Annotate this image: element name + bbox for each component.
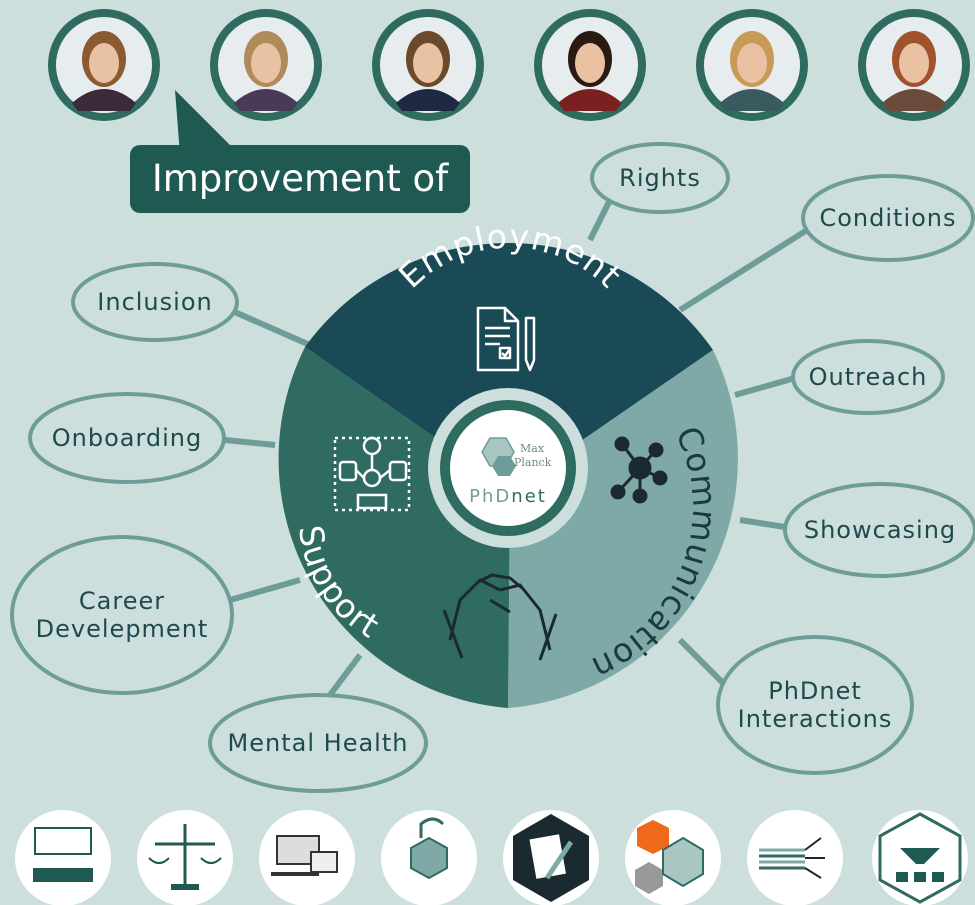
topic-label: Inclusion bbox=[97, 288, 212, 316]
svg-text:Planck: Planck bbox=[514, 456, 552, 469]
connector-conditions bbox=[678, 222, 817, 313]
connector-lines bbox=[224, 198, 817, 697]
callout-pointer bbox=[175, 90, 240, 155]
topic-oval: Showcasing bbox=[783, 482, 975, 578]
topic-ovals: RightsConditionsInclusionOutreachOnboard… bbox=[10, 142, 975, 793]
svg-text:Max: Max bbox=[520, 442, 545, 455]
topic-oval: Conditions bbox=[801, 174, 975, 262]
connector-outreach bbox=[734, 375, 796, 398]
segment-communication bbox=[508, 350, 738, 708]
segment-employment bbox=[305, 243, 713, 490]
topic-label: Conditions bbox=[819, 204, 956, 232]
topic-label: Mental Health bbox=[228, 729, 409, 757]
callout: Improvement of bbox=[130, 90, 470, 213]
topic-oval: Outreach bbox=[791, 339, 945, 415]
topic-label: Outreach bbox=[809, 363, 928, 391]
topic-label: Rights bbox=[619, 164, 701, 192]
topic-oval: Onboarding bbox=[28, 392, 226, 484]
checklist-pen-icon bbox=[503, 810, 599, 905]
balance-scale-icon bbox=[137, 810, 233, 905]
funnel-network-icon bbox=[872, 810, 968, 905]
connector-rights bbox=[587, 198, 613, 242]
topic-label: PhDnet bbox=[768, 677, 862, 705]
person-avatar bbox=[534, 9, 646, 121]
hexagon-cluster-icon bbox=[625, 810, 721, 905]
person-avatar bbox=[210, 9, 322, 121]
topic-oval: Rights bbox=[590, 142, 730, 214]
connector-inclusion bbox=[228, 307, 312, 348]
person-avatar bbox=[372, 9, 484, 121]
topic-label: Interactions bbox=[738, 705, 893, 733]
person-avatar bbox=[48, 9, 160, 121]
connector-showcasing bbox=[739, 517, 786, 530]
svg-text:PhDnet: PhDnet bbox=[469, 486, 547, 507]
topic-oval: Mental Health bbox=[208, 693, 428, 793]
handshake-icon bbox=[442, 573, 558, 661]
person-avatar bbox=[858, 9, 970, 121]
callout-text: Improvement of bbox=[152, 157, 449, 200]
topic-label: Showcasing bbox=[804, 516, 956, 544]
connector-mental-health bbox=[327, 653, 363, 697]
network-lines-icon bbox=[747, 810, 843, 905]
connector-onboarding bbox=[224, 437, 276, 448]
devices-icon bbox=[259, 810, 355, 905]
document-pen-icon bbox=[476, 306, 536, 372]
topic-label: Onboarding bbox=[52, 424, 203, 452]
people-row bbox=[48, 9, 970, 121]
bottom-icon-row bbox=[15, 810, 968, 905]
callout-box bbox=[130, 145, 470, 213]
network-nodes-icon bbox=[610, 436, 668, 504]
connector-career bbox=[229, 577, 301, 603]
phdnet-logo: Max Planck PhDnet bbox=[428, 388, 588, 548]
topic-oval: Inclusion bbox=[71, 262, 239, 342]
topic-label: Career bbox=[79, 587, 165, 615]
presentation-audience-icon bbox=[15, 810, 111, 905]
topic-label: Develepment bbox=[36, 615, 209, 643]
phdnet-hexagon-unlocked-icon bbox=[381, 810, 477, 905]
support-person-icon bbox=[333, 436, 411, 512]
person-avatar bbox=[696, 9, 808, 121]
